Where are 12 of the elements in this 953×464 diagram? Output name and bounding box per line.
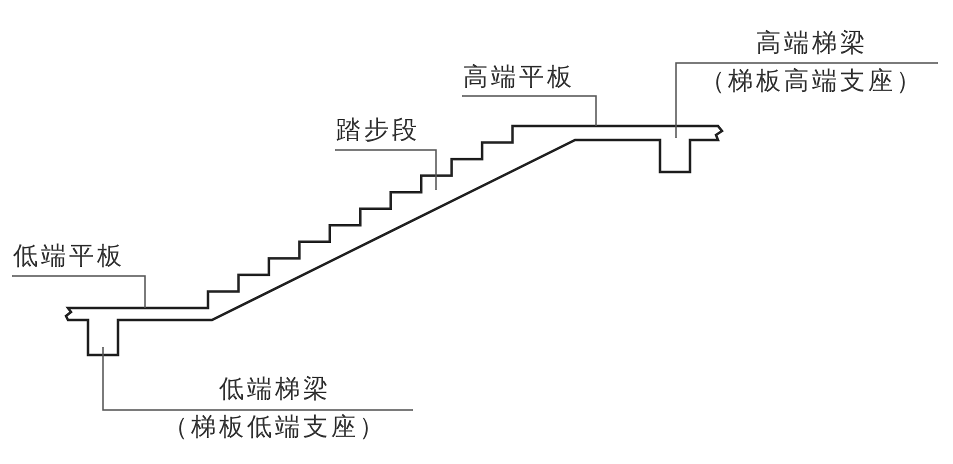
part-label: 踏步段 bbox=[336, 115, 420, 145]
part-label: 低端平板 bbox=[13, 241, 125, 271]
beam-label: 高端梯梁 bbox=[755, 28, 869, 58]
support-note: （梯板高端支座） bbox=[699, 66, 925, 96]
leader-line bbox=[102, 347, 413, 411]
leader-line bbox=[675, 62, 938, 138]
leader-line bbox=[12, 275, 146, 308]
part-label: 高端平板 bbox=[463, 62, 575, 92]
beam-label: 低端梯梁 bbox=[218, 374, 332, 404]
leader-line bbox=[335, 149, 437, 190]
support-note: （梯板低端支座） bbox=[162, 412, 388, 442]
leader-line bbox=[462, 95, 597, 126]
